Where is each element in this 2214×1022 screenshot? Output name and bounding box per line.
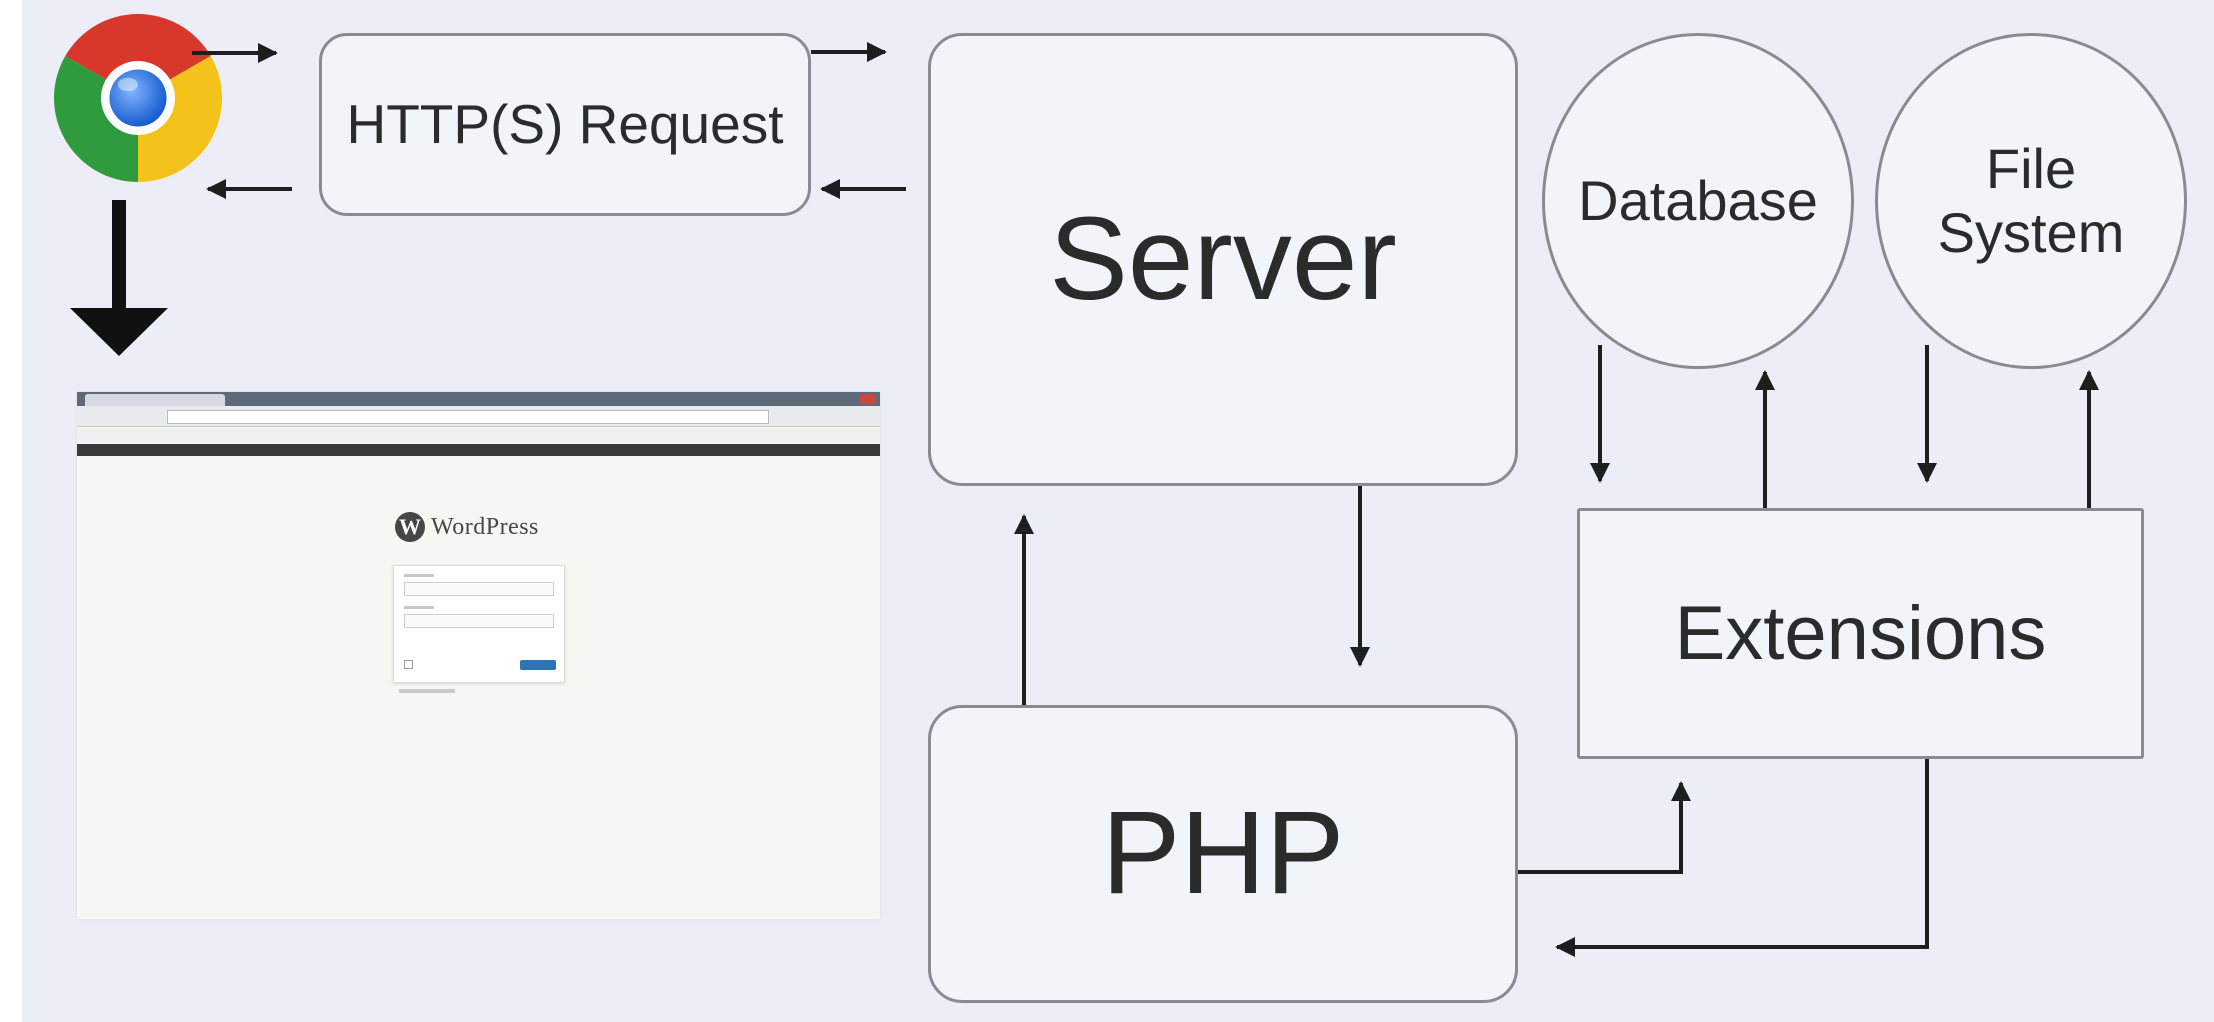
- php-node: PHP: [928, 705, 1518, 1003]
- http-request-node: HTTP(S) Request: [319, 33, 811, 216]
- login-form: [393, 565, 565, 683]
- database-node: Database: [1542, 33, 1854, 369]
- browser-bookmarks-bar: [77, 428, 880, 442]
- http-request-label: HTTP(S) Request: [346, 92, 784, 155]
- browser-tab: [85, 394, 225, 406]
- server-label: Server: [1049, 192, 1397, 325]
- password-label: [404, 606, 434, 609]
- wordpress-login-screenshot: W WordPress: [77, 392, 880, 919]
- login-button: [520, 660, 556, 670]
- browser-tab-bar: [77, 392, 880, 406]
- wordpress-wordmark: WordPress: [431, 513, 539, 540]
- arrow-browser-to-page: [70, 200, 168, 356]
- connector-layer: [70, 42, 2099, 957]
- extensions-label: Extensions: [1674, 590, 2047, 676]
- username-label: [404, 574, 434, 577]
- chrome-logo-icon: [54, 14, 222, 182]
- wordpress-logo-icon: W: [395, 512, 425, 542]
- arrow-php-to-extensions: [1518, 781, 1691, 874]
- database-label: Database: [1578, 168, 1818, 232]
- file-system-label: File System: [1937, 136, 2125, 264]
- password-field: [404, 614, 554, 628]
- wordpress-logo: W WordPress: [395, 512, 539, 542]
- file-system-node: File System: [1875, 33, 2187, 369]
- window-close-icon: [860, 394, 876, 404]
- diagram-canvas: W WordPress HTTP(S) Request Server PHP E…: [22, 0, 2214, 1022]
- admin-bar: [77, 444, 880, 456]
- browser-address-bar: [167, 410, 769, 424]
- php-label: PHP: [1101, 787, 1345, 920]
- server-node: Server: [928, 33, 1518, 486]
- arrow-extensions-to-php: [1555, 759, 1929, 957]
- remember-me-checkbox: [404, 660, 413, 669]
- extensions-node: Extensions: [1577, 508, 2144, 759]
- lost-password-link: [399, 689, 455, 693]
- username-field: [404, 582, 554, 596]
